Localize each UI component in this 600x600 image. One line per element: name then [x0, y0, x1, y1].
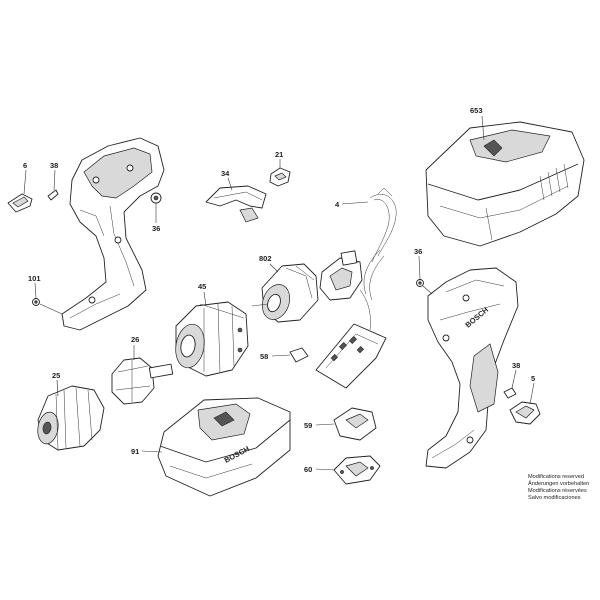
part-38-pin: [47, 189, 59, 201]
svg-text:4: 4: [335, 200, 340, 209]
part-59-plate: [333, 407, 377, 441]
callout-38-right: 38: [511, 361, 520, 389]
part-36-screw-top: [150, 192, 162, 204]
callout-4: 4: [335, 200, 369, 209]
part-36-screw-right: [416, 279, 433, 295]
callout-59: 59: [304, 421, 335, 430]
callout-25: 25: [52, 371, 60, 397]
callout-34: 34: [221, 169, 233, 191]
svg-text:21: 21: [275, 150, 283, 159]
part-60-connector: [333, 455, 381, 485]
part-4-switch-wiring: [319, 187, 397, 331]
svg-text:60: 60: [304, 465, 312, 474]
part-91-battery: BOSCH: [157, 397, 291, 497]
part-38-pin-right: [503, 387, 517, 399]
callout-21: 21: [275, 150, 283, 168]
svg-text:91: 91: [131, 447, 139, 456]
modifications-note: Modifications reserved Änderungen vorbeh…: [528, 474, 598, 502]
callout-6: 6: [23, 161, 27, 195]
part-6-clip: [7, 193, 33, 213]
note-line: Salvo modificaciones: [528, 495, 581, 501]
housing-half-left: [61, 137, 165, 331]
callout-36-top: 36: [152, 203, 160, 233]
circuit-board: [315, 323, 387, 389]
note-line: Änderungen vorbehalten: [528, 481, 590, 487]
svg-text:802: 802: [259, 254, 272, 263]
callout-60: 60: [304, 465, 335, 474]
svg-text:26: 26: [131, 335, 139, 344]
housing-half-right: BOSCH: [425, 267, 519, 469]
callout-38-top: 38: [50, 161, 58, 191]
part-5-clip: [509, 401, 541, 425]
part-26-spindle: [111, 357, 174, 405]
svg-text:101: 101: [28, 274, 41, 283]
svg-text:59: 59: [304, 421, 312, 430]
part-802-motor: [251, 263, 319, 323]
part-25-chuck: [37, 385, 105, 451]
svg-text:38: 38: [50, 161, 58, 170]
note-line: Modifications reserved: [528, 474, 584, 480]
svg-text:36: 36: [152, 224, 160, 233]
svg-text:58: 58: [260, 352, 268, 361]
callout-101: 101: [28, 274, 41, 299]
callout-91: 91: [131, 447, 163, 456]
part-101-screw: [32, 298, 63, 315]
svg-text:25: 25: [52, 371, 60, 380]
svg-text:36: 36: [414, 247, 422, 256]
part-34-cover: [205, 185, 267, 223]
note-line: Modifications réservées: [528, 488, 587, 494]
callout-26: 26: [131, 335, 139, 360]
callout-36-right: 36: [414, 247, 422, 280]
callout-802: 802: [259, 254, 279, 273]
callout-653: 653: [470, 106, 485, 141]
svg-text:45: 45: [198, 282, 206, 291]
svg-text:38: 38: [512, 361, 520, 370]
svg-text:34: 34: [221, 169, 230, 178]
callout-5: 5: [529, 374, 535, 405]
svg-text:5: 5: [531, 374, 535, 383]
svg-text:653: 653: [470, 106, 483, 115]
svg-text:6: 6: [23, 161, 27, 170]
part-58-pad: [289, 347, 309, 363]
callout-58: 58: [260, 352, 291, 361]
part-653-charger: [425, 121, 585, 247]
callout-45: 45: [198, 282, 206, 307]
part-21-knob: [269, 167, 291, 187]
part-45-gearbox: [175, 301, 249, 377]
